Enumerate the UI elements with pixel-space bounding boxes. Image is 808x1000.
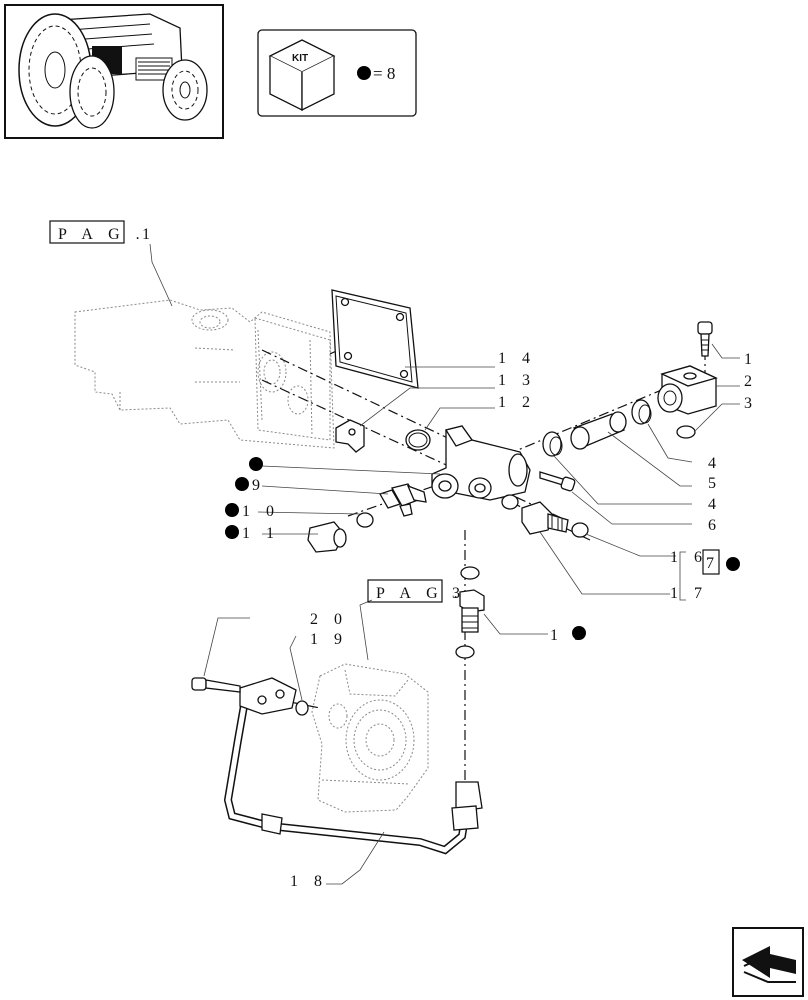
gasket-plate (331, 289, 419, 389)
leader-lines (149, 243, 740, 885)
clip-ring-right (631, 399, 652, 425)
o-ring-right (501, 494, 519, 510)
callout-11-bullet (225, 525, 239, 539)
end-cap-block (657, 365, 718, 415)
callout-9: 9 (252, 477, 266, 494)
screw-6 (539, 471, 576, 492)
o-ring-lower (455, 645, 475, 659)
washer-16 (571, 522, 589, 538)
callout-20: 2 0 (310, 611, 348, 628)
kit-bullet (357, 66, 371, 80)
callout-16: 1 6 (670, 549, 708, 566)
callout-17: 1 7 (670, 585, 708, 602)
assembly-axes (209, 315, 706, 790)
o-ring-10 (356, 512, 374, 528)
callout-12: 1 2 (498, 394, 536, 411)
callout-2: 2 (744, 373, 758, 390)
callout-10-bullet (225, 503, 239, 517)
callout-18: 1 8 (290, 873, 328, 890)
callout-6: 6 (708, 517, 722, 534)
callout-3: 3 (744, 395, 758, 412)
callout-19: 1 9 (310, 631, 348, 648)
o-ring-19 (295, 700, 309, 716)
screw-1 (697, 321, 713, 357)
callout-9-bullet (235, 477, 249, 491)
svg-text:3: 3 (452, 585, 466, 602)
o-ring-upper (460, 566, 480, 580)
kit-legend: KIT = 8 (257, 29, 417, 117)
page-ref-1[interactable]: P A G . 1 (49, 220, 156, 244)
callout-7-box (702, 549, 720, 575)
plug-11 (307, 521, 347, 553)
callout-labels: 1 2 3 4 5 4 6 1 4 1 3 1 2 9 1 0 1 1 1 6 … (225, 350, 758, 890)
callout-11: 1 1 (242, 525, 280, 542)
o-ring-3 (676, 425, 696, 439)
callout-13: 1 3 (498, 372, 536, 389)
callout-4a: 4 (708, 455, 722, 472)
mounting-bracket (335, 419, 365, 453)
svg-text:1: 1 (142, 226, 156, 243)
screw-20 (191, 677, 241, 693)
svg-text:P A G .: P A G . (376, 585, 464, 602)
kit-label: KIT (292, 53, 308, 64)
callout-7: 7 (706, 555, 720, 572)
callout-10: 1 0 (242, 503, 280, 520)
gear-housing-ghost (311, 663, 429, 813)
vertical-fitting-15 (459, 589, 485, 633)
pipe-assembly-18 (223, 677, 483, 855)
callout-8-bullet (249, 457, 263, 471)
union-fitting-17 (521, 501, 569, 535)
callout-4b: 4 (708, 496, 722, 513)
callout-14: 1 4 (498, 350, 536, 367)
callout-1: 1 (744, 351, 758, 368)
transmission-housing-ghost (74, 299, 335, 449)
kit-ref: = 8 (373, 64, 395, 83)
svg-text:P A G .: P A G . (58, 226, 146, 243)
callout-15-bullet (572, 626, 586, 640)
callout-5: 5 (708, 475, 722, 492)
spool-cylinder (570, 411, 627, 450)
clip-ring-left (542, 431, 563, 457)
next-page-arrow-icon[interactable] (732, 927, 804, 997)
valve-body (431, 425, 531, 501)
callout-7-bullet (726, 557, 740, 571)
fitting-9 (379, 483, 427, 517)
page-ref-3[interactable]: P A G . 3 (367, 579, 466, 603)
tractor-thumbnail-icon[interactable] (4, 4, 224, 139)
kit-box-icon (268, 39, 336, 112)
